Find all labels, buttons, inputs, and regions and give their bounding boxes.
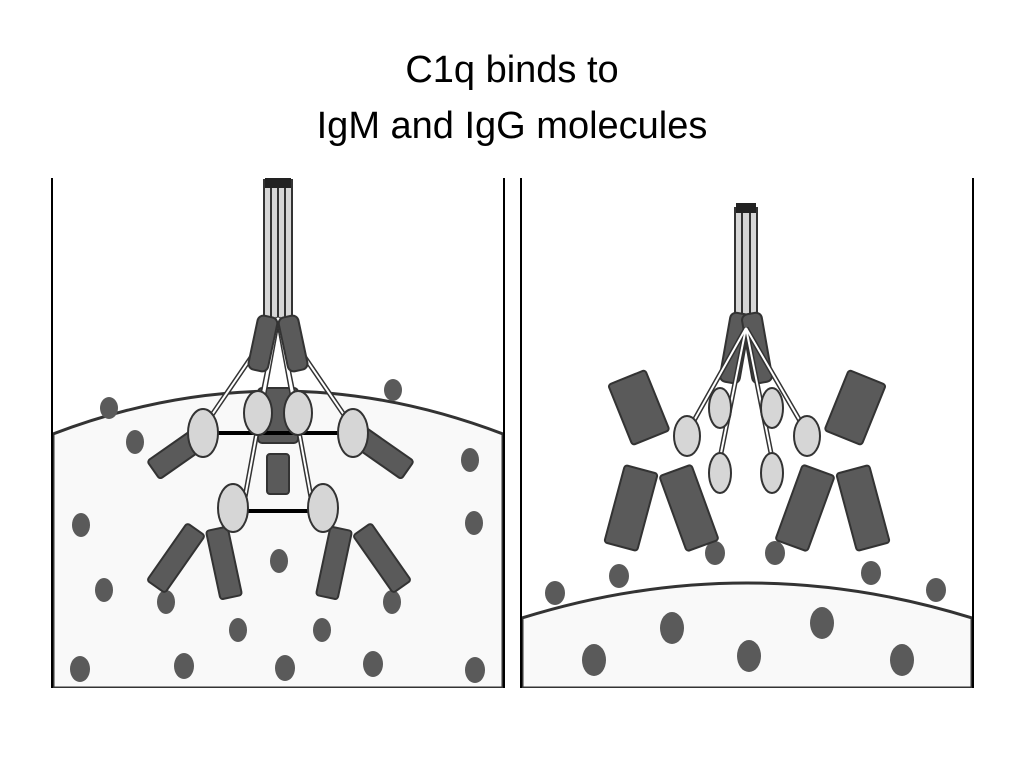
c1q-globular-heads [187, 390, 369, 533]
slide-title: C1q binds to IgM and IgG molecules [0, 42, 1024, 154]
c1q-neck-segments [247, 314, 309, 373]
c1q-neck-segments [719, 311, 773, 385]
antigen-dots [545, 541, 946, 676]
c1q-globular-heads [673, 387, 821, 494]
igm-diagram [53, 178, 503, 688]
title-line-2: IgM and IgG molecules [316, 105, 708, 147]
title-line-1: C1q binds to [405, 49, 619, 91]
igm-binding-panel [51, 178, 505, 688]
c1q-stalk [263, 178, 293, 321]
igg-diagram [522, 203, 972, 688]
igg-molecules [603, 369, 891, 552]
cell-membrane [522, 581, 972, 688]
c1q-stalk [734, 203, 758, 319]
antigen-dots [70, 379, 485, 683]
igg-binding-panel [520, 178, 974, 688]
